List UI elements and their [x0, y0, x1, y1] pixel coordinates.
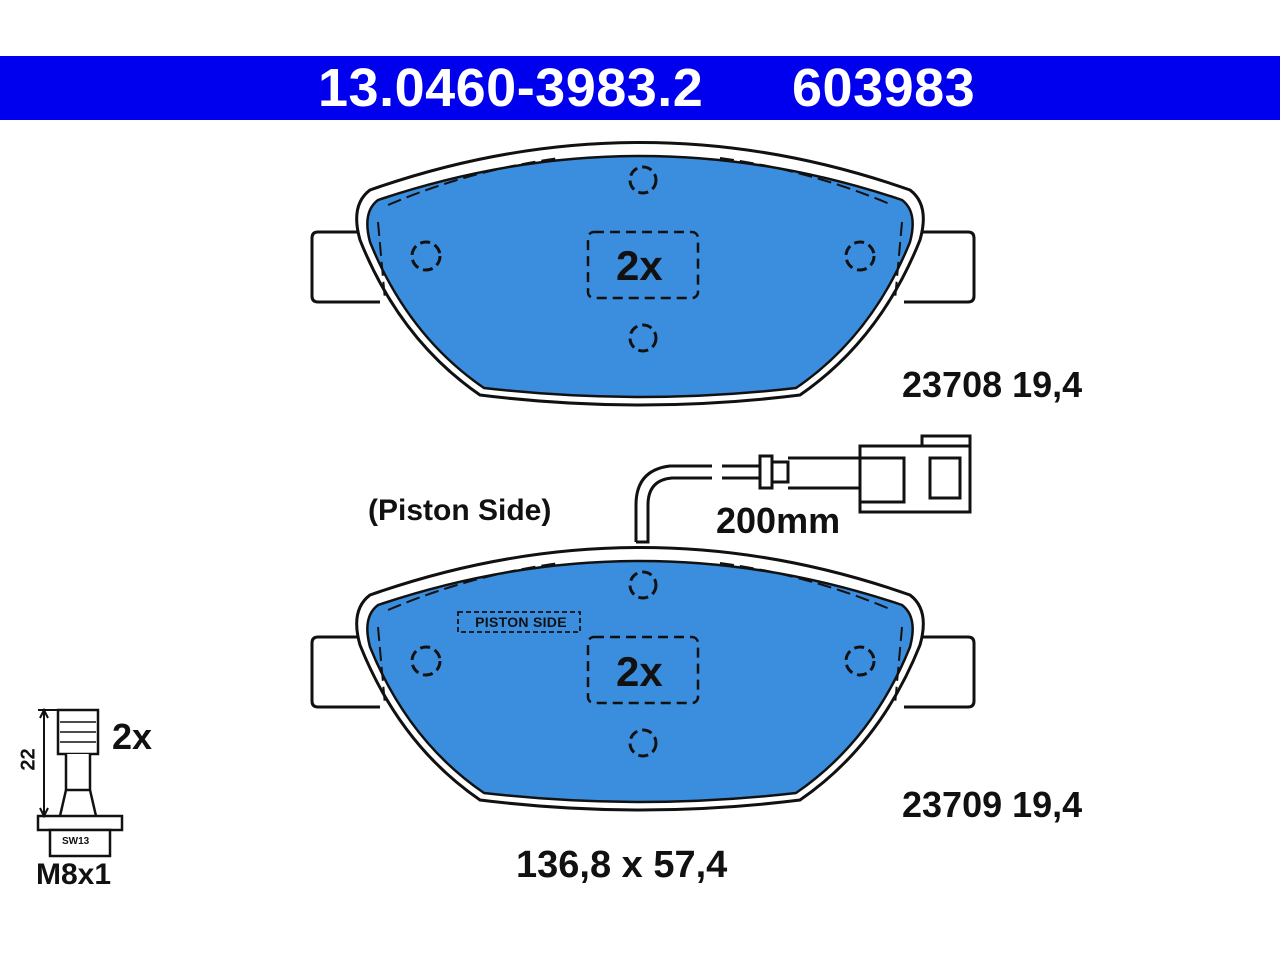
bolt — [36, 707, 124, 858]
part-number: 13.0460-3983.2 — [318, 58, 704, 118]
bolt-length: 22 — [17, 748, 40, 771]
bolt-thread: M8x1 — [36, 858, 112, 891]
header-bar — [0, 56, 1280, 120]
bottom-pad-thickness: 19,4 — [1012, 784, 1083, 825]
piston-side-stamp: PISTON SIDE — [475, 614, 567, 630]
bolt-quantity: 2x — [112, 716, 153, 757]
top-pad-code: 23708 — [902, 364, 1003, 405]
bottom-pad-multiplier: 2x — [616, 648, 663, 695]
wire-length-label: 200mm — [716, 500, 841, 541]
top-pad-thickness: 19,4 — [1012, 364, 1083, 405]
title-bar: 13.0460-3983.2 603983 — [0, 56, 1280, 120]
piston-side-label: (Piston Side) — [368, 494, 552, 527]
pad-dimensions: 136,8 x 57,4 — [516, 844, 728, 886]
top-pad-spec: 23708 19,4 — [902, 364, 1082, 406]
bottom-pad-spec: 23709 19,4 — [902, 784, 1082, 826]
top-pad-multiplier: 2x — [616, 242, 663, 289]
piston-side-stamp-frame — [457, 611, 581, 633]
wear-sensor — [634, 434, 972, 544]
bottom-pad-code: 23709 — [902, 784, 1003, 825]
article-number: 603983 — [792, 58, 976, 118]
bolt-head-mark: SW13 — [62, 836, 90, 847]
